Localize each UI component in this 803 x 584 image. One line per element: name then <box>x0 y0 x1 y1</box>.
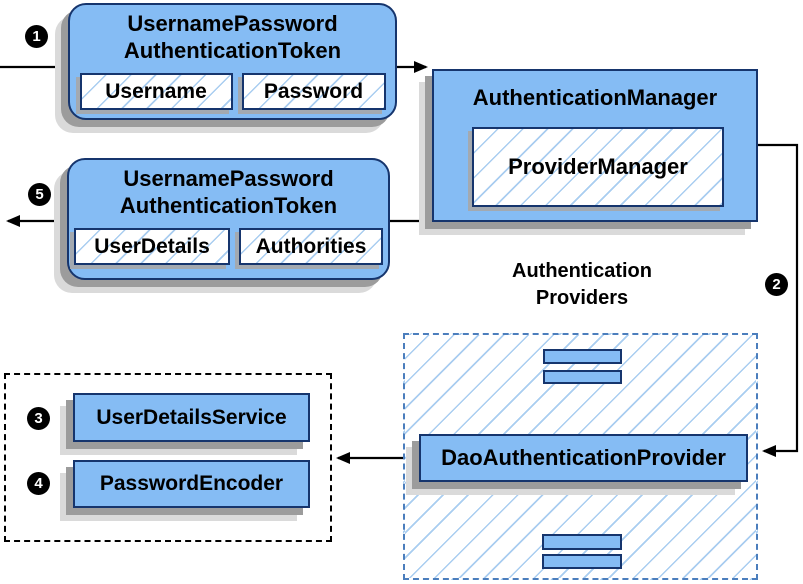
step-badge-2-number: 2 <box>772 276 781 293</box>
user-details-service-box: UserDetailsService <box>73 393 310 442</box>
provider-manager-box: ProviderManager <box>472 127 724 207</box>
step-badge-2: 2 <box>765 273 788 296</box>
connector-manager-to-provider <box>758 143 799 457</box>
step-badge-3-number: 3 <box>34 410 43 427</box>
provider-manager-label: ProviderManager <box>508 154 688 179</box>
dao-authentication-provider-label: DaoAuthenticationProvider <box>441 445 726 470</box>
authorities-field-box: Authorities <box>239 228 383 265</box>
password-encoder-label: PasswordEncoder <box>99 472 284 495</box>
response-token-title: UsernamePassword AuthenticationToken <box>120 165 337 219</box>
authentication-providers-label-line2: Providers <box>535 287 629 309</box>
password-field-label: Password <box>263 79 364 103</box>
response-token-title-line1: UsernamePassword <box>123 166 334 191</box>
step-badge-4-number: 4 <box>34 475 43 492</box>
step-badge-5: 5 <box>28 183 51 206</box>
password-encoder-box: PasswordEncoder <box>73 460 310 508</box>
provider-placeholder-bar-top-1 <box>543 349 622 364</box>
request-token-fields: Username Password <box>79 73 386 110</box>
request-token-title-line1: UsernamePassword <box>127 11 338 36</box>
step-badge-4: 4 <box>27 472 50 495</box>
response-token-box: UsernamePassword AuthenticationToken Use… <box>67 158 390 280</box>
request-token-title-line2: AuthenticationToken <box>123 38 342 63</box>
step-badge-1: 1 <box>25 25 48 48</box>
request-token-title: UsernamePassword AuthenticationToken <box>124 10 341 64</box>
step-badge-5-number: 5 <box>35 186 44 203</box>
services-container <box>4 373 332 542</box>
request-token-box: UsernamePassword AuthenticationToken Use… <box>68 3 397 120</box>
provider-placeholder-bar-top-2 <box>543 370 622 384</box>
username-field-label: Username <box>105 79 207 103</box>
password-field-box: Password <box>241 73 386 110</box>
step-badge-1-number: 1 <box>32 28 41 45</box>
response-token-title-line2: AuthenticationToken <box>119 193 338 218</box>
user-details-service-label: UserDetailsService <box>96 405 287 429</box>
username-field-box: Username <box>79 73 233 110</box>
authentication-providers-label: Authentication Providers <box>462 258 702 312</box>
provider-placeholder-bar-bottom-1 <box>542 534 622 550</box>
dao-authentication-provider-box: DaoAuthenticationProvider <box>419 434 748 482</box>
step-badge-3: 3 <box>27 407 50 430</box>
provider-placeholder-bar-bottom-2 <box>542 554 622 569</box>
authentication-providers-label-line1: Authentication <box>512 260 652 282</box>
authentication-manager-box: AuthenticationManager ProviderManager <box>432 69 758 222</box>
authentication-manager-title: AuthenticationManager <box>472 85 718 110</box>
userdetails-field-label: UserDetails <box>94 234 210 258</box>
response-token-fields: UserDetails Authorities <box>74 228 383 265</box>
userdetails-field-box: UserDetails <box>74 228 230 265</box>
authorities-field-label: Authorities <box>255 234 367 258</box>
